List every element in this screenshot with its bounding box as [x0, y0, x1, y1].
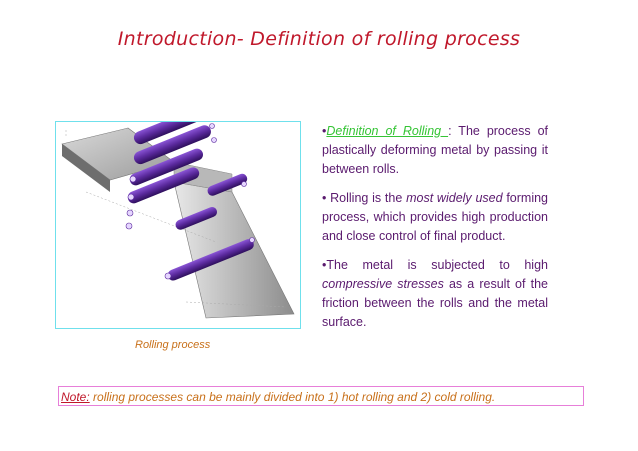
content-text-column: •Definition of Rolling : The process of …: [322, 122, 548, 342]
note-label: Note:: [61, 390, 90, 404]
middle-roll-stand: [175, 173, 248, 230]
definition-term: Definition of Rolling: [326, 124, 449, 138]
stress-paragraph: •The metal is subjected to high compress…: [322, 256, 548, 332]
definition-paragraph: •Definition of Rolling : The process of …: [322, 122, 548, 179]
stress-text: as a result of the friction between the …: [322, 277, 548, 329]
stress-lead: •The metal is subjected to high: [322, 258, 548, 272]
slide-title: Introduction- Definition of rolling proc…: [117, 28, 521, 50]
definition-text: : The process of plastically deforming m…: [322, 124, 548, 176]
definition-bullet: •: [322, 124, 327, 138]
usage-paragraph: • Rolling is the most widely used formin…: [322, 189, 548, 246]
lower-roll-stand: [164, 237, 255, 281]
usage-lead: • Rolling is the: [322, 191, 407, 205]
incoming-plate-edge: [62, 144, 110, 192]
rolling-process-figure: [55, 121, 301, 329]
usage-text: forming process, which provides high pro…: [322, 191, 548, 243]
rolling-mill-illustration: [61, 122, 295, 319]
figure-caption: Rolling process: [135, 339, 211, 351]
note-box: Note: rolling processes can be mainly di…: [58, 386, 584, 406]
stress-emphasis: compressive stresses: [322, 277, 444, 291]
upper-roll-stand: [125, 122, 217, 230]
usage-emphasis: most widely used: [406, 191, 503, 205]
note-text: rolling processes can be mainly divided …: [89, 390, 496, 404]
